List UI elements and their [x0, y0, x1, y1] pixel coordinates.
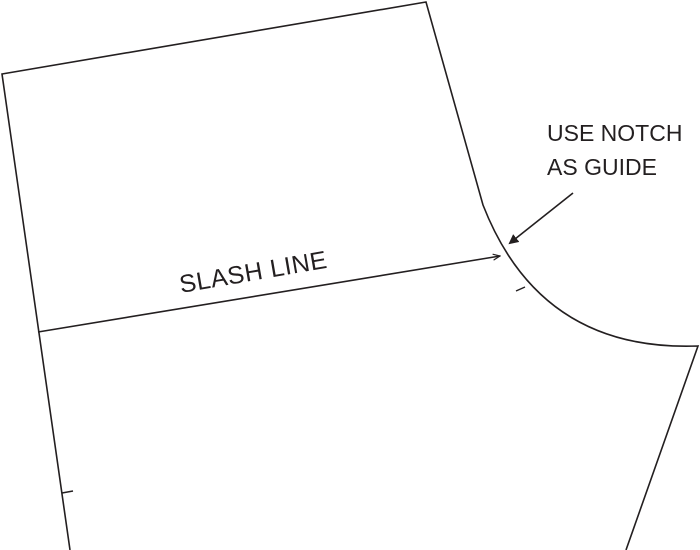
notch-note-line2: AS GUIDE	[547, 154, 657, 180]
armhole-notch	[515, 286, 526, 292]
notch-note-line1: USE NOTCH	[547, 120, 682, 146]
guide-arrow	[508, 192, 574, 245]
slash-line	[37, 256, 500, 333]
slash-line-label: SLASH LINE	[177, 246, 329, 299]
side-notch	[61, 490, 74, 494]
